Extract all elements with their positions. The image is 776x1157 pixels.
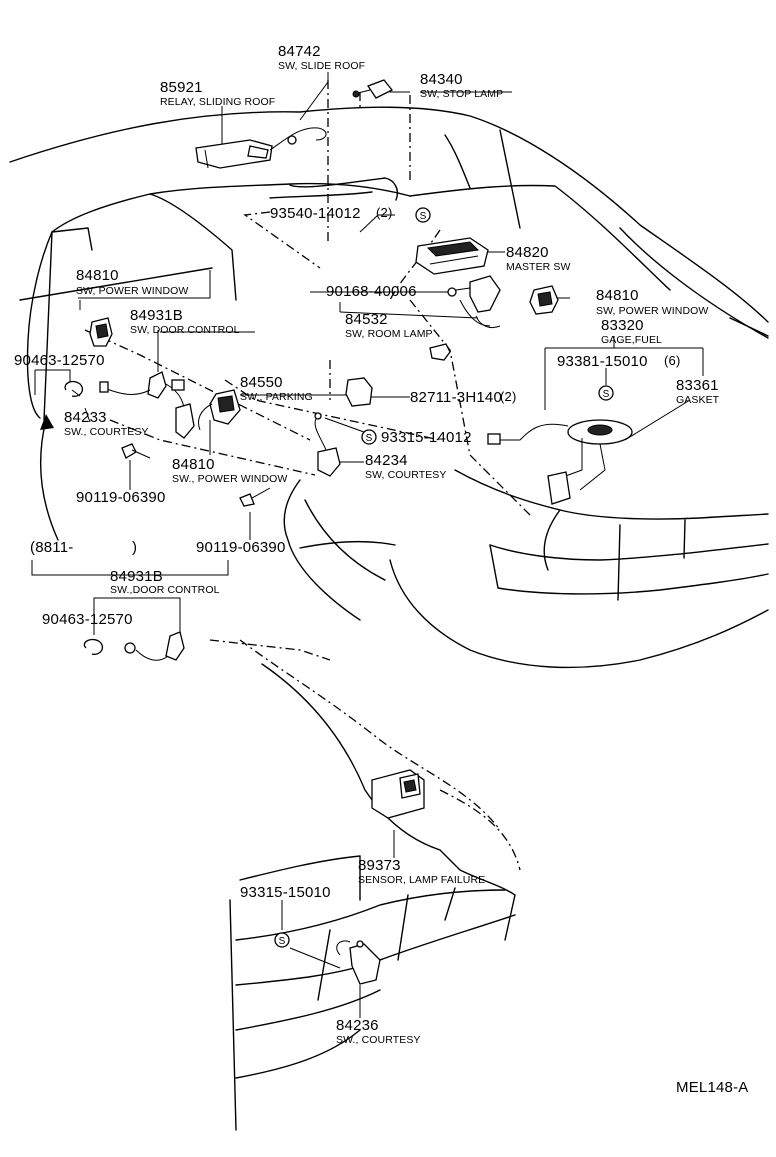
label-84810a-desc: SW, POWER WINDOW [76,285,189,297]
inset-door-control-icon [83,631,185,661]
label-90119b-number: 90119-06390 [196,539,286,556]
label-93381-number: 93381-15010 [557,353,648,370]
diagram-code: MEL148-A [676,1079,749,1096]
label-82711-number: 82711-3H140 [410,389,502,406]
label-84810a-number: 84810 [76,267,119,284]
label-83320-number: 83320 [601,317,644,334]
svg-text:S: S [603,389,610,400]
label-84810c-desc: SW., POWER WINDOW [172,473,288,485]
label-84742-desc: SW, SLIDE ROOF [278,60,366,72]
label-84550-number: 84550 [240,374,283,391]
label-84810b-number: 84810 [596,287,639,304]
label-85921-number: 85921 [160,79,203,96]
label-85921-desc: RELAY, SLIDING ROOF [160,96,276,108]
label-84233-number: 84233 [64,409,107,426]
label-93315a-number: 93315-14012 [381,429,472,446]
label-84931b-number: 84931B [110,568,163,585]
label-84340-desc: SW, STOP LAMP [420,88,504,100]
room-lamp-switch-icon [447,275,501,329]
label-84233-desc: SW., COURTESY [64,426,149,438]
label-84820-desc: MASTER SW [506,261,571,273]
stop-lamp-switch-icon [352,79,394,99]
inset-label-open: (8811- [30,539,74,556]
label-84931a-number: 84931B [130,307,183,324]
label-82711-qty: (2) [500,389,517,404]
power-window-switch-icon-left [89,317,113,347]
label-90168-number: 90168-40006 [326,283,417,300]
door-control-switch-icon [99,371,195,439]
screw-icon-1 [121,443,151,459]
inset-label-close: ) [132,539,138,556]
fuel-gage-icon [487,419,633,505]
parking-switch-icon [345,377,373,407]
power-window-switch-icon-center [198,389,241,431]
s-mark-icons: S S S S [274,207,614,948]
leader-lines [31,72,704,1018]
label-83320-desc: GAGE,FUEL [601,334,662,346]
label-84931b-desc: SW.,DOOR CONTROL [110,584,220,596]
label-90119a-number: 90119-06390 [76,489,166,506]
label-84742-number: 84742 [278,43,321,60]
pointer-arrow [39,414,59,541]
label-84532-number: 84532 [345,311,388,328]
label-84820-number: 84820 [506,244,549,261]
label-93315b-number: 93315-15010 [240,884,331,901]
label-84550-desc: SW., PARKING [240,391,313,403]
label-90463a-number: 90463-12570 [14,352,105,369]
label-93540-number: 93540-14012 [270,205,361,222]
lamp-failure-sensor-icon [371,769,425,819]
label-84810c-number: 84810 [172,456,215,473]
label-84931a-desc: SW, DOOR CONTROL [130,324,240,336]
label-90463b-number: 90463-12570 [42,611,133,628]
screw-icon-2 [239,487,271,507]
clip-icon [429,343,451,361]
label-89373-number: 89373 [358,857,401,874]
label-84234-desc: SW, COURTESY [365,469,447,481]
dashed-guides [84,80,531,831]
label-84236-number: 84236 [336,1017,379,1034]
clip-icon-90463 [64,380,84,397]
svg-text:S: S [420,211,427,222]
label-93381-qty: (6) [664,353,681,368]
car-body-outline [9,106,769,669]
master-switch-icon [415,237,489,275]
svg-text:S: S [279,936,286,947]
label-89373-desc: SENSOR, LAMP FAILURE [358,874,486,886]
label-84532-desc: SW, ROOM LAMP [345,328,433,340]
label-84236-desc: SW., COURTESY [336,1034,421,1046]
relay-icon [195,127,327,169]
label-84810b-desc: SW, POWER WINDOW [596,305,709,317]
label-93540-qty: (2) [376,205,393,220]
courtesy-switch-icon-lower [336,940,381,985]
power-window-switch-icon-right [529,285,559,315]
label-83361-desc: GASKET [676,394,720,406]
svg-text:S: S [366,433,373,444]
courtesy-switch-icon [314,412,341,477]
label-84234-number: 84234 [365,452,408,469]
label-84340-number: 84340 [420,71,463,88]
parts-icons: S S S S [64,79,633,985]
label-83361-number: 83361 [676,377,719,394]
